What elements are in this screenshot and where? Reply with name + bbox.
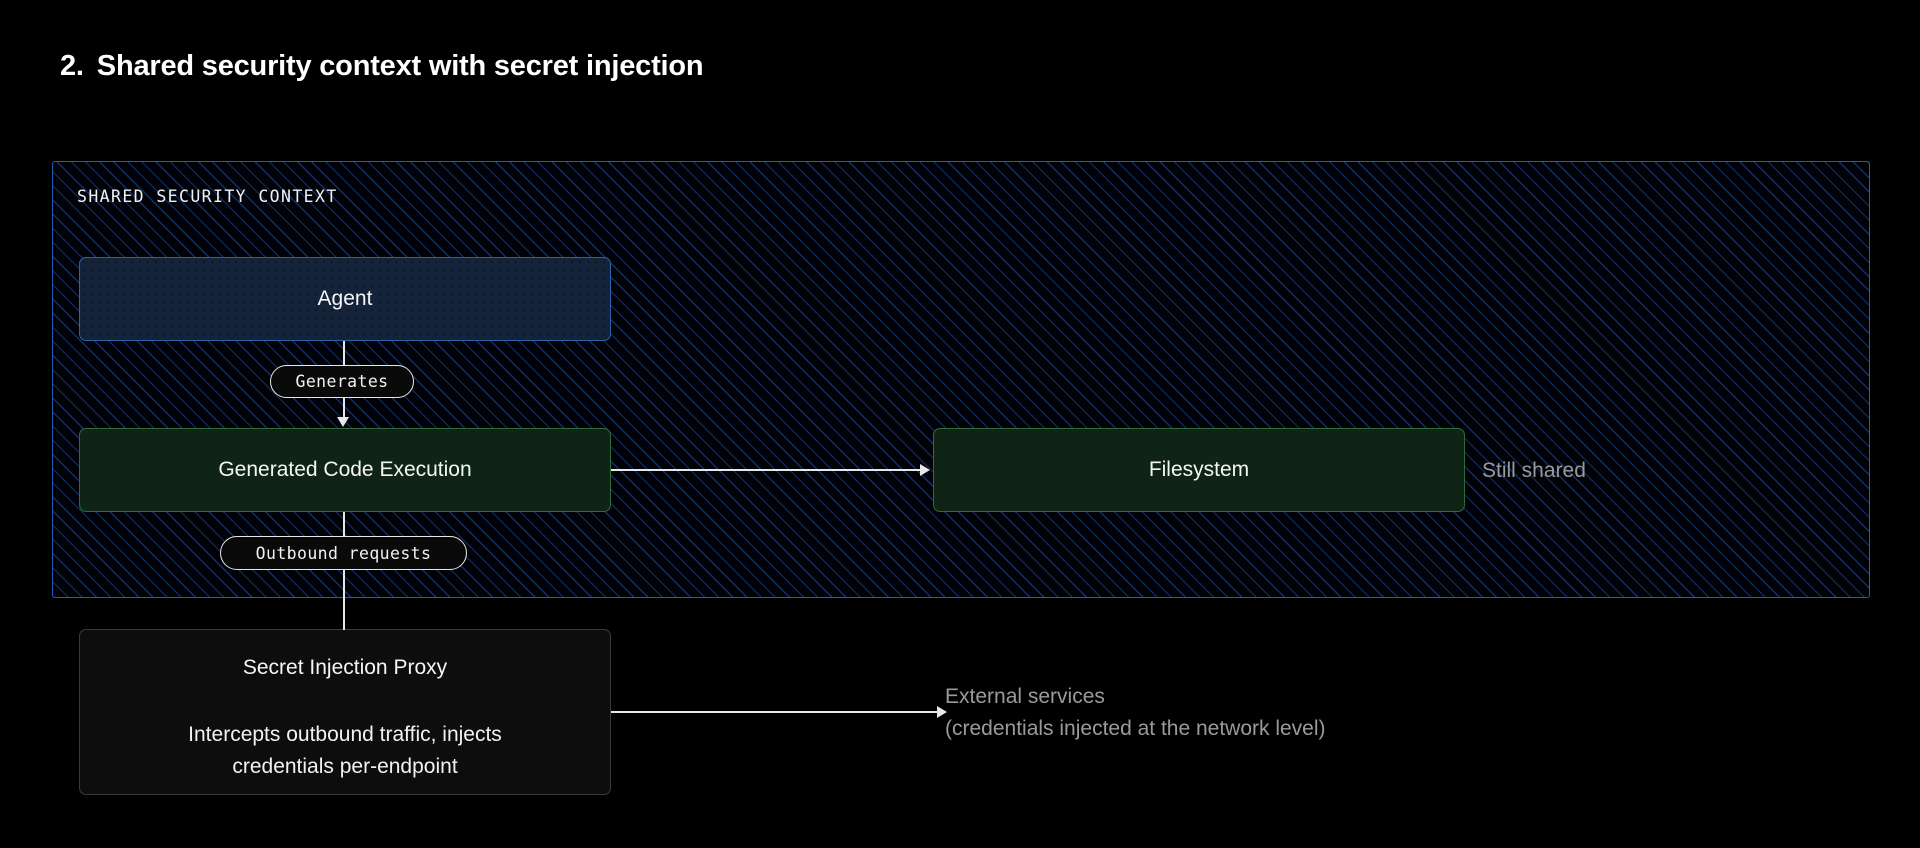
node-generated-code-execution[interactable]: Generated Code Execution: [79, 428, 611, 512]
annotation-external-services-line2: (credentials injected at the network lev…: [945, 716, 1326, 740]
edge-label-outbound-requests: Outbound requests: [220, 536, 467, 570]
shared-security-context-container: SHARED SECURITY CONTEXT: [52, 161, 1870, 598]
page-title: 2. Shared security context with secret in…: [60, 50, 704, 83]
edge-label-generates: Generates: [270, 365, 414, 398]
connector-code-to-filesystem: [611, 469, 921, 471]
node-agent-label: Agent: [317, 287, 373, 311]
node-generated-code-execution-label: Generated Code Execution: [218, 458, 472, 482]
connector-outbound-to-proxy: [343, 568, 345, 630]
node-secret-injection-proxy[interactable]: Secret Injection Proxy Intercepts outbou…: [79, 629, 611, 795]
node-agent[interactable]: Agent: [79, 257, 611, 341]
node-filesystem-label: Filesystem: [1148, 458, 1250, 482]
page-title-number: 2.: [60, 50, 84, 82]
edge-label-outbound-requests-text: Outbound requests: [255, 543, 432, 563]
node-filesystem[interactable]: Filesystem: [933, 428, 1465, 512]
arrowhead-into-filesystem: [920, 464, 930, 476]
page-title-text: Shared security context with secret inje…: [96, 50, 704, 82]
annotation-external-services: External services (credentials injected …: [945, 681, 1326, 745]
annotation-external-services-line1: External services: [945, 685, 1105, 708]
shared-security-context-label: SHARED SECURITY CONTEXT: [77, 187, 338, 206]
edge-label-generates-text: Generates: [295, 372, 389, 391]
connector-code-to-outbound: [343, 512, 345, 538]
node-secret-injection-proxy-title: Secret Injection Proxy: [242, 656, 448, 679]
arrowhead-into-code-execution: [337, 417, 349, 427]
arrowhead-into-external-services: [937, 706, 947, 718]
connector-agent-to-generates: [343, 341, 345, 367]
annotation-still-shared: Still shared: [1482, 459, 1586, 482]
connector-proxy-to-external-services: [611, 711, 938, 713]
connector-generates-to-code: [343, 396, 345, 418]
node-secret-injection-proxy-description: Intercepts outbound traffic, injects cre…: [188, 723, 502, 778]
